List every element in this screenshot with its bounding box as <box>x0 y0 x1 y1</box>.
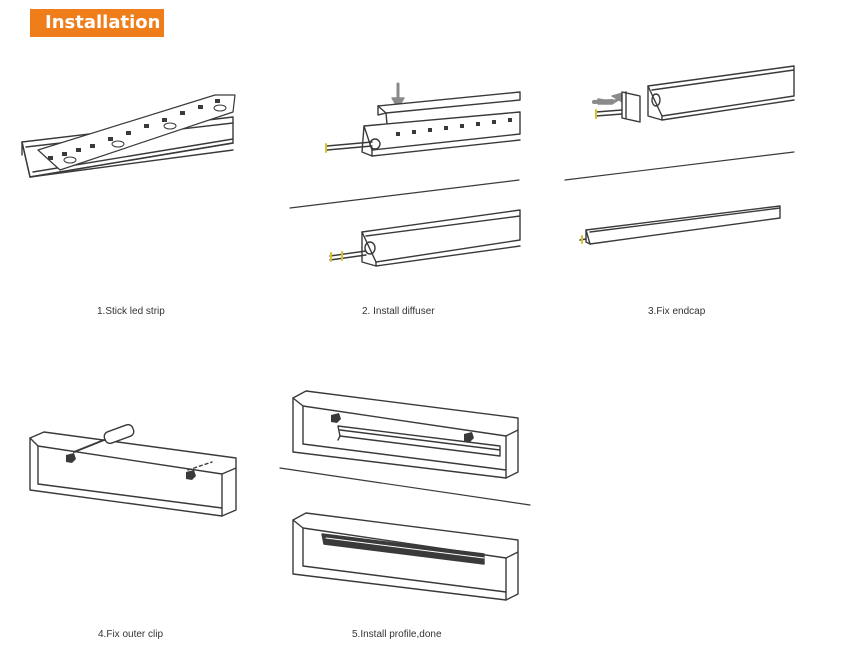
step5-caption: 5.Install profile,done <box>352 629 442 640</box>
step1-illustration <box>21 94 236 178</box>
section-title: Installation <box>30 9 164 37</box>
step3-illustration <box>564 65 795 245</box>
step1-caption: 1.Stick led strip <box>97 306 165 317</box>
step4-illustration <box>29 423 237 517</box>
step3-caption: 3.Fix endcap <box>648 306 706 317</box>
step2-illustration <box>289 82 521 267</box>
step4-caption: 4.Fix outer clip <box>98 629 164 640</box>
step2-caption: 2. Install diffuser <box>362 306 435 317</box>
step5-illustration <box>279 390 531 601</box>
